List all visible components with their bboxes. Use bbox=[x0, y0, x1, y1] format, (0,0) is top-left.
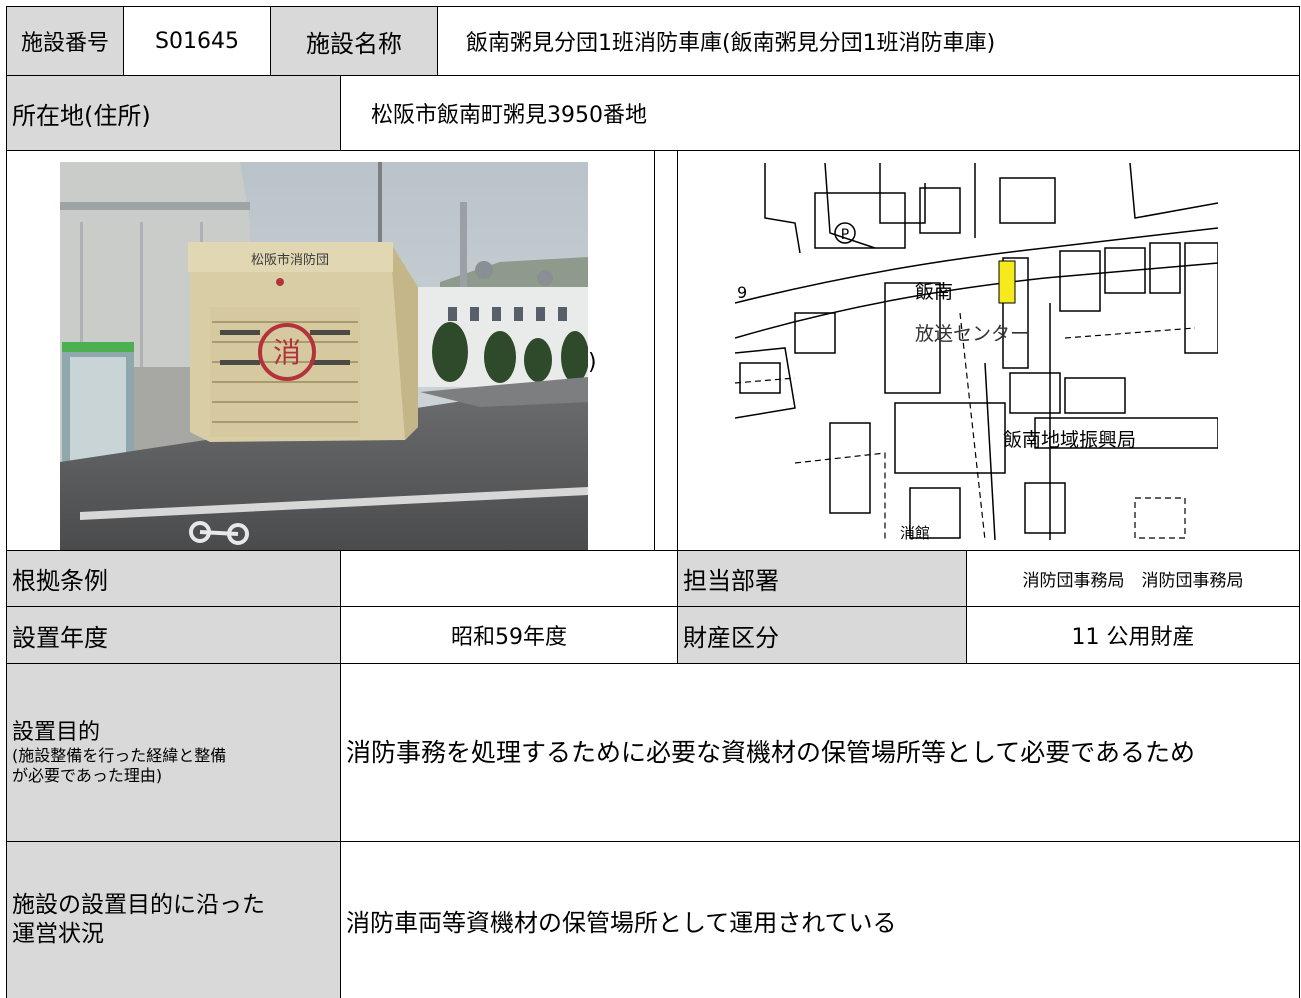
facility-name-label: 施設名称 bbox=[270, 6, 438, 76]
garage-emblem-char: 消 bbox=[273, 336, 301, 369]
year-label: 設置年度 bbox=[6, 606, 341, 664]
year-value: 昭和59年度 bbox=[340, 606, 678, 664]
property-label: 財産区分 bbox=[677, 606, 967, 664]
property-value: 11 公用財産 bbox=[966, 606, 1300, 664]
status-label-2: 運営状況 bbox=[12, 921, 104, 947]
divider-cell bbox=[654, 150, 678, 551]
address-value: 松阪市飯南町粥見3950番地 bbox=[340, 75, 1300, 151]
facility-name-value: 飯南粥見分団1班消防車庫(飯南粥見分団1班消防車庫) bbox=[437, 6, 1300, 76]
garage-sign-text: 松阪市消防団 bbox=[251, 252, 329, 268]
facility-number-label: 施設番号 bbox=[6, 6, 124, 76]
facility-number-value: S01645 bbox=[123, 6, 271, 76]
map-label-center-2: 放送センター bbox=[915, 323, 1029, 345]
department-value: 消防団事務局 消防団事務局 bbox=[966, 550, 1300, 607]
status-label-1: 施設の設置目的に沿った bbox=[12, 892, 265, 918]
location-map: P 9 飯南 放送センター 飯南地域振興局 消館 bbox=[735, 163, 1218, 540]
facility-location-marker bbox=[998, 260, 1016, 304]
map-label-center-1: 飯南 bbox=[915, 281, 953, 303]
purpose-label: 設置目的 bbox=[12, 719, 101, 745]
address-label: 所在地(住所) bbox=[6, 75, 341, 151]
status-value: 消防車両等資機材の保管場所として運用されている bbox=[340, 841, 1300, 998]
map-parking-icon: P bbox=[841, 227, 849, 243]
map-road-number: 9 bbox=[737, 283, 747, 302]
ordinance-label: 根拠条例 bbox=[6, 550, 341, 607]
fire-garage-photo: 消 松阪市消防団 bbox=[60, 162, 588, 550]
map-label-bottom: 消館 bbox=[900, 524, 930, 540]
purpose-label-cell: 設置目的 (施設整備を行った経緯と整備 が必要であった理由) bbox=[6, 663, 341, 842]
map-label-office: 飯南地域振興局 bbox=[1003, 429, 1136, 451]
purpose-value: 消防事務を処理するために必要な資機材の保管場所等として必要であるため bbox=[340, 663, 1300, 842]
department-label: 担当部署 bbox=[677, 550, 967, 607]
purpose-sub-1: (施設整備を行った経緯と整備 bbox=[12, 745, 227, 765]
purpose-sub-2: が必要であった理由) bbox=[12, 765, 163, 785]
ordinance-value bbox=[340, 550, 678, 607]
status-label-cell: 施設の設置目的に沿った 運営状況 bbox=[6, 841, 341, 998]
stray-paren: ) bbox=[588, 350, 597, 375]
